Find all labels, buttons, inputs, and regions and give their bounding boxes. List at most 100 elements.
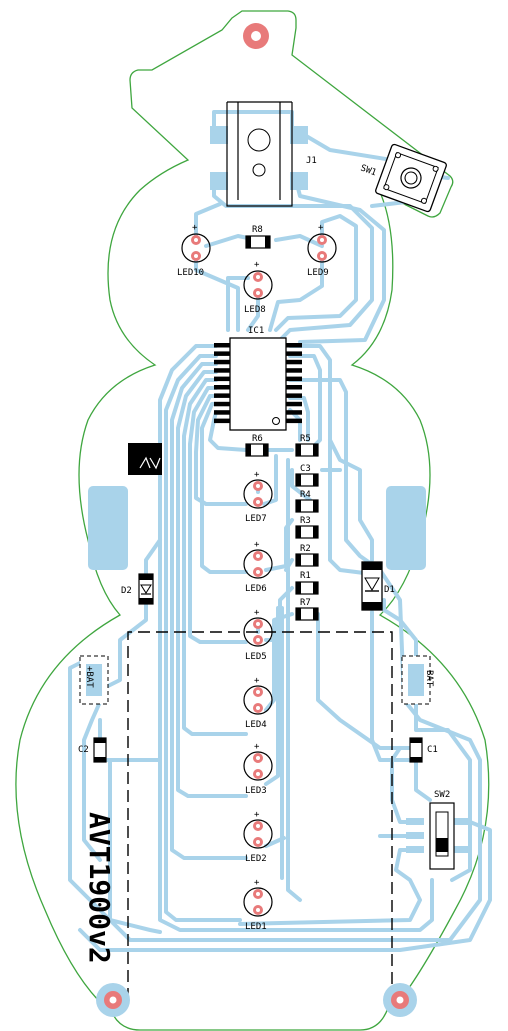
r2: R2: [295, 544, 319, 567]
bat-left-label: +BAT: [84, 666, 94, 688]
copper-pad-left: [88, 486, 128, 570]
led4-label: LED4: [245, 720, 267, 730]
c3-label: C3: [300, 464, 311, 474]
r8-label: R8: [252, 225, 263, 235]
copper-pad-right: [386, 486, 426, 570]
r5-label: R5: [300, 434, 311, 444]
led5: + LED5: [243, 608, 273, 662]
led-body: [243, 751, 273, 781]
led4: + LED4: [243, 676, 273, 730]
mounting-hole-icon: [383, 983, 417, 1017]
sw2-switch: SW2: [406, 790, 470, 870]
d2-diode: D2: [121, 573, 154, 605]
r7: R7: [295, 598, 319, 621]
battery-holder-outline: [127, 631, 393, 1000]
r1: R1: [295, 571, 319, 595]
led9: + LED9: [307, 223, 337, 278]
led-pad-hole: [256, 500, 260, 504]
j1-connector: J1: [210, 101, 317, 207]
ic1-pin: [286, 359, 302, 365]
c3: C3: [295, 464, 319, 487]
led2-plus: +: [254, 810, 260, 820]
led-body: [243, 819, 273, 849]
led4-plus: +: [254, 676, 260, 686]
ic1-pin: [286, 376, 302, 382]
bat-right-label: BAT: [424, 670, 434, 687]
j1-label: J1: [306, 156, 317, 166]
led-pad-hole: [256, 622, 260, 626]
ic1-chip: IC1: [214, 326, 302, 431]
r4-label: R4: [300, 490, 311, 500]
led-pad-hole: [256, 756, 260, 760]
ic1-pin: [214, 401, 230, 407]
sw1-label: SW1: [359, 163, 378, 178]
led9-label: LED9: [307, 268, 329, 278]
board-title: AVT1900v2: [83, 812, 116, 964]
r4: R4: [295, 490, 319, 513]
sw1-switch: [375, 143, 447, 213]
led-pad-hole: [256, 638, 260, 642]
led10: + LED10: [177, 223, 211, 278]
led8-plus: +: [254, 260, 260, 270]
led-pad-hole: [256, 892, 260, 896]
led1-label: LED1: [245, 922, 267, 932]
ic1-pin: [286, 385, 302, 390]
ic1-pin: [214, 418, 230, 424]
ic1-pins-left: [214, 343, 230, 424]
r3-label: R3: [300, 516, 311, 526]
led6: +LED6: [243, 540, 273, 594]
ic1-pin: [286, 368, 302, 373]
bat-right: BAT: [401, 655, 434, 705]
led-pad-hole: [256, 908, 260, 912]
led9-plus: +: [318, 223, 324, 233]
c2-label: C2: [78, 745, 89, 755]
r3: R3: [295, 516, 319, 539]
led-pad-hole: [256, 772, 260, 776]
led-pad-hole: [256, 824, 260, 828]
led-pad-hole: [256, 690, 260, 694]
led3-label: LED3: [245, 786, 267, 796]
r5: R5: [295, 434, 319, 457]
ic1-pin: [214, 359, 230, 365]
led-pad-hole: [256, 706, 260, 710]
r6-label: R6: [252, 434, 263, 444]
led-pad-hole: [256, 570, 260, 574]
led-pad-hole: [256, 484, 260, 488]
copper-traces: [68, 110, 492, 952]
ic1-pin: [286, 343, 302, 348]
led10-plus: +: [192, 223, 198, 233]
led2-label: LED2: [245, 854, 267, 864]
led7-label: LED7: [245, 514, 267, 524]
led3: +LED3: [243, 742, 273, 796]
ic1-pin: [214, 410, 230, 415]
led-pad-hole: [256, 554, 260, 558]
r6: R6: [245, 434, 269, 457]
led5-plus: +: [254, 608, 260, 618]
ic1-pins-right: [286, 343, 302, 424]
d1-label: D1: [384, 585, 395, 595]
ic1-pin: [286, 351, 302, 356]
led10-label: LED10: [177, 268, 204, 278]
led-body: [243, 887, 273, 917]
ic1-pin: [214, 368, 230, 373]
bat-left: +BAT: [79, 655, 109, 705]
ic1-pin: [214, 376, 230, 382]
led7-plus: +: [254, 470, 260, 480]
ic1-pin: [214, 385, 230, 390]
ic1-pin: [214, 351, 230, 356]
led5-label: LED5: [245, 652, 267, 662]
led8: + LED8: [243, 260, 273, 315]
c2: C2: [78, 737, 107, 763]
led-body: [243, 479, 273, 509]
led1: +LED1: [243, 878, 273, 932]
sw2-label: SW2: [434, 790, 450, 800]
r2-label: R2: [300, 544, 311, 554]
avt-logo-icon: [128, 443, 162, 475]
c1-label: C1: [427, 745, 438, 755]
ic1-label: IC1: [248, 326, 264, 336]
r1-label: R1: [300, 571, 311, 581]
ic1-pin: [286, 410, 302, 415]
d1-diode: D1: [361, 561, 395, 611]
ic1-pin: [214, 393, 230, 398]
